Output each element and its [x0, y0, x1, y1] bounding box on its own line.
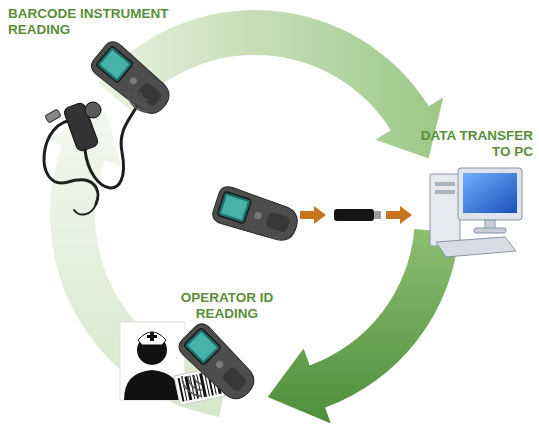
- usb-stick: [334, 209, 381, 221]
- transfer-arrow: [300, 206, 326, 224]
- barcode-scanner: [175, 320, 261, 406]
- wireless-waves: [128, 92, 148, 112]
- stage-label: BARCODE INSTRUMENT READING: [8, 6, 188, 37]
- cycle-arrow: [268, 229, 460, 424]
- transfer-arrow: [386, 206, 412, 224]
- endoscope: [44, 92, 140, 215]
- wireless-waves: [182, 376, 202, 396]
- barcode-scanner: [210, 184, 302, 246]
- barcode-scanner: [88, 38, 177, 121]
- stage-label: OPERATOR ID READING: [166, 290, 288, 321]
- personal-computer: [430, 168, 522, 257]
- stage-label: DATA TRANSFER TO PC: [405, 128, 533, 159]
- operator-icon: [120, 322, 185, 400]
